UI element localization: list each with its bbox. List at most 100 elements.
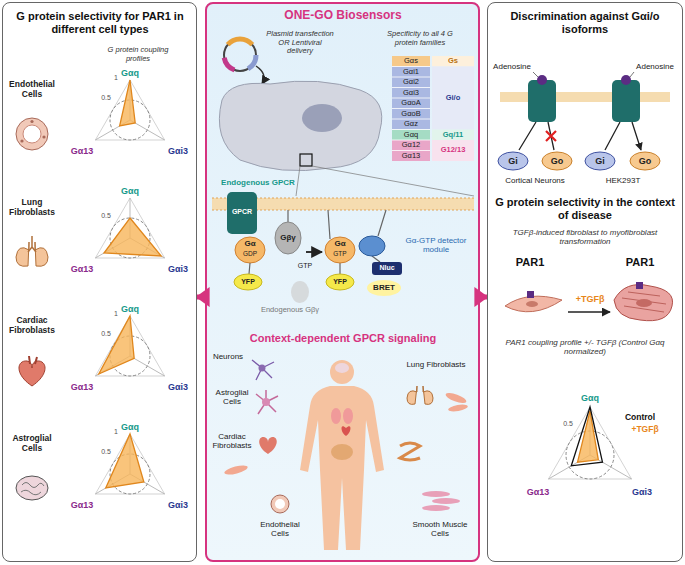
label: Go [551, 156, 564, 166]
radar-chart [104, 218, 161, 256]
label: HEK293T [606, 176, 641, 185]
adenosine-receptor-drawing [500, 92, 670, 102]
label: Neurons [213, 352, 243, 361]
label: YFP [333, 278, 347, 286]
label: Gi [508, 156, 518, 166]
plasmid-icon [248, 55, 256, 69]
label: +TGFβ [576, 294, 605, 304]
endothelial-icon [16, 118, 48, 150]
radar-chart [548, 407, 631, 479]
radar-chart [95, 80, 164, 140]
label: BRET [373, 283, 395, 292]
label: Endothelial Cells [4, 80, 60, 100]
label: Gα13 [527, 487, 550, 497]
plasmid-icon [256, 66, 264, 84]
label: Cardiac Fibroblasts [205, 432, 259, 450]
label: GTP [298, 262, 312, 270]
cell-drawing [296, 166, 474, 196]
family-table [392, 130, 430, 141]
label: Gαq [121, 186, 139, 196]
adenosine-receptor-drawing [585, 152, 615, 170]
endothelial-icon [42, 135, 45, 138]
endothelial-icon [20, 139, 23, 142]
radar-chart [95, 316, 164, 376]
brain-icon [16, 476, 48, 500]
cell-type-icons [422, 505, 450, 511]
label: Control [625, 413, 655, 423]
family-table [432, 130, 474, 141]
label: +TGFβ [631, 425, 658, 435]
label: Gα13 [71, 146, 94, 156]
label: Gαi3 [632, 487, 652, 497]
biosensor-drawing [227, 192, 257, 234]
label: Gα-GTP detector module [398, 236, 474, 254]
biosensor-drawing [288, 210, 386, 239]
panel-arrow [197, 295, 205, 300]
adenosine-receptor-drawing [498, 72, 670, 170]
panel-heading: Context-dependent GPCR signaling [213, 332, 473, 345]
label: G protein coupling profiles [106, 46, 170, 63]
fibroblast-drawing [526, 301, 538, 307]
label: Astroglial Cells [4, 434, 60, 454]
label: Go [639, 156, 652, 166]
label: TGFβ-induced fibroblast to myofibroblast… [497, 228, 673, 246]
label: GαoB [401, 110, 420, 119]
cell-type-icons [252, 360, 274, 380]
heart-icon [19, 361, 45, 386]
biosensor-drawing [235, 237, 265, 263]
label: Gs [448, 57, 458, 66]
biosensor-drawing [306, 251, 322, 253]
adenosine-receptor-drawing [612, 80, 640, 122]
label: Gα13 [402, 152, 421, 161]
label: Gα13 [71, 264, 94, 274]
cell-drawing [219, 81, 474, 196]
fibroblast-drawing [505, 282, 673, 321]
plasmid-icon [224, 39, 256, 71]
label: Gαi1 [403, 68, 419, 77]
adenosine-receptor-drawing [533, 72, 634, 77]
panel-ground [2, 2, 197, 562]
label: Gα13 [71, 500, 94, 510]
label: Endogenous GPCR [221, 178, 295, 187]
label: GαoA [401, 99, 420, 108]
endothelial-icon [23, 125, 41, 143]
radar-chart [95, 434, 164, 494]
label: Gαi3 [168, 382, 188, 392]
cell-type-icons [407, 386, 433, 404]
cell-type-icons [275, 499, 285, 509]
radar-chart [571, 407, 602, 466]
label: Gα [244, 239, 255, 248]
label: PAR1 [516, 256, 545, 269]
label: Adenosine [493, 62, 531, 71]
biosensor-drawing [359, 236, 385, 256]
label: Endogenous Gβγ [261, 306, 319, 315]
label: G12/13 [441, 146, 466, 155]
label: Plasmid transfection OR Lentiviral deliv… [265, 30, 335, 56]
cell-type-icons [432, 498, 460, 504]
lung-icon [35, 242, 48, 266]
label: 0.5 [101, 448, 111, 456]
label: Gαs [404, 57, 418, 66]
radar-chart [120, 80, 136, 126]
cell-type-icons [224, 464, 249, 477]
label: GDP [243, 250, 257, 257]
cell-type-icons [271, 495, 289, 513]
panel-ground [205, 2, 480, 562]
cell-type-icons [259, 365, 266, 372]
family-table [392, 67, 430, 151]
lung-icon [16, 242, 29, 266]
brain-icon [16, 476, 48, 500]
label: Adenosine [636, 62, 674, 71]
label: YFP [241, 278, 255, 286]
cell-drawing [302, 104, 342, 132]
endothelial-icon [30, 120, 33, 123]
adenosine-receptor-drawing [621, 75, 631, 85]
cell-drawing [300, 154, 312, 166]
radar-chart [106, 434, 144, 488]
label: 1 [114, 428, 118, 436]
radar-chart [95, 198, 164, 258]
human-figure [343, 408, 353, 424]
biosensor-drawing [234, 274, 262, 290]
lung-icon [28, 236, 36, 252]
